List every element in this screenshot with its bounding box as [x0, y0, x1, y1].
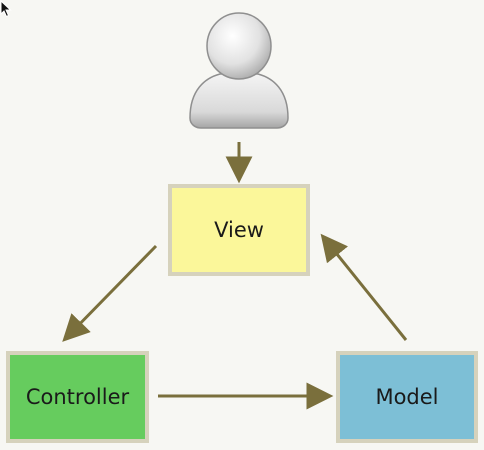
- controller-label: Controller: [25, 385, 130, 409]
- arrow-view-to-controller: [62, 244, 158, 342]
- model-box: Model: [336, 351, 478, 443]
- view-label: View: [214, 218, 264, 242]
- view-box: View: [168, 184, 310, 276]
- arrow-model-to-view: [320, 233, 408, 341]
- model-label: Model: [375, 385, 439, 409]
- mouse-cursor-icon: [0, 0, 12, 18]
- user-icon: [189, 12, 289, 129]
- controller-box: Controller: [6, 351, 149, 443]
